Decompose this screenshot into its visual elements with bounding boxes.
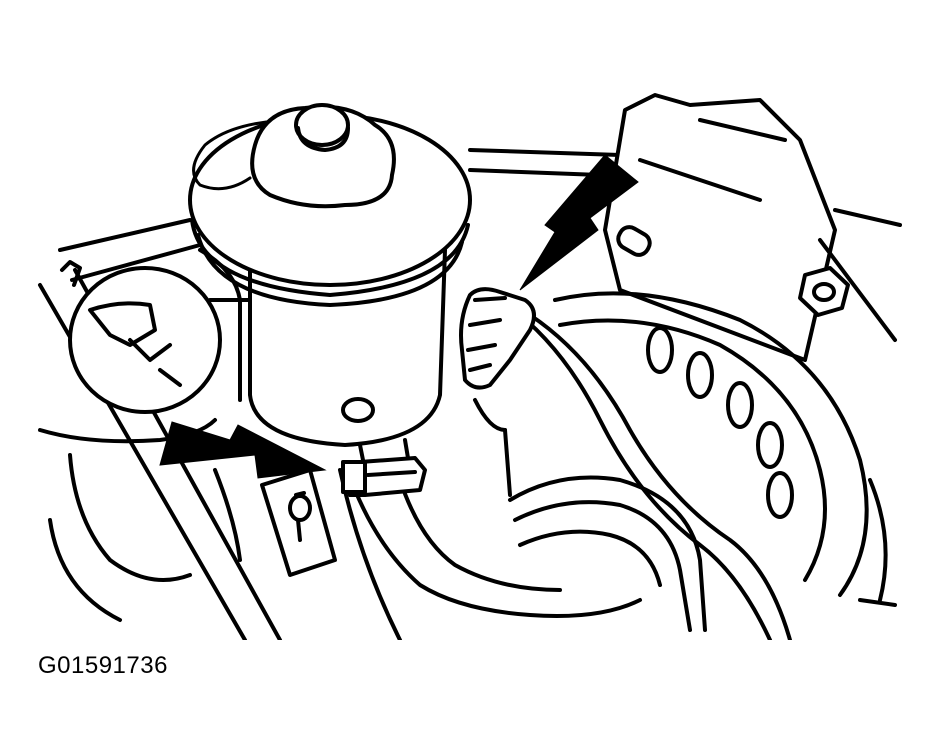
pump-pulley [553, 291, 897, 607]
adjacent-fill-cap [60, 248, 267, 414]
return-hose [459, 287, 792, 640]
pump-housing [473, 398, 707, 632]
lower-hose-clamp [341, 456, 427, 497]
power-steering-reservoir-diagram [38, 93, 902, 640]
mounting-bolt [260, 468, 337, 577]
arrow-down-left-icon [519, 154, 639, 291]
figure-id-label: G01591736 [38, 652, 168, 679]
callout-arrow-1 [159, 421, 327, 479]
callout-arrow-2 [519, 154, 639, 291]
arrow-right-icon [159, 421, 327, 479]
mounting-bracket [603, 93, 902, 362]
reservoir-cap [192, 103, 396, 209]
lower-left-housing [38, 418, 242, 622]
